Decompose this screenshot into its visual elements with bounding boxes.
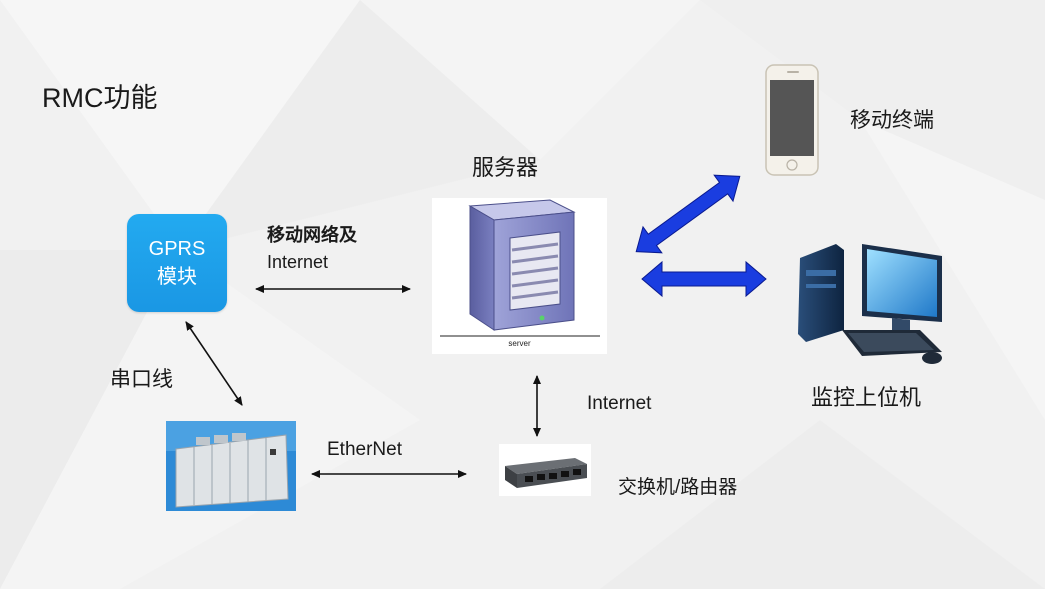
internet-label: Internet <box>587 393 652 414</box>
mobile-phone-icon <box>765 64 819 176</box>
mobile-terminal-label: 移动终端 <box>850 109 934 132</box>
network-switch-icon <box>499 444 591 496</box>
switch-router-label: 交换机/路由器 <box>618 477 738 498</box>
page-title: RMC功能 <box>42 83 158 113</box>
server-mobile-blue-arrow <box>635 174 741 254</box>
ethernet-label: EtherNet <box>327 439 402 460</box>
serial-line-label: 串口线 <box>110 368 173 391</box>
server-card: server <box>432 198 607 354</box>
cabinet-icon <box>166 421 296 511</box>
mobile-network-label-line1: 移动网络及 <box>267 225 357 245</box>
server-label: 服务器 <box>472 155 539 180</box>
gprs-module-line1: GPRS <box>148 238 206 260</box>
server-pc-blue-arrow <box>641 260 767 298</box>
server-caption: server <box>508 339 531 348</box>
desktop-computer-icon <box>798 244 942 364</box>
server-icon <box>440 199 600 337</box>
mobile-network-label: 移动网络及 Internet <box>267 222 357 276</box>
serial-line-arrow <box>185 321 243 406</box>
gprs-module-line2: 模块 <box>157 266 197 288</box>
monitor-pc-label: 监控上位机 <box>811 385 922 410</box>
gprs-module: GPRS 模块 <box>127 214 227 312</box>
mobile-network-label-line2: Internet <box>267 252 329 272</box>
